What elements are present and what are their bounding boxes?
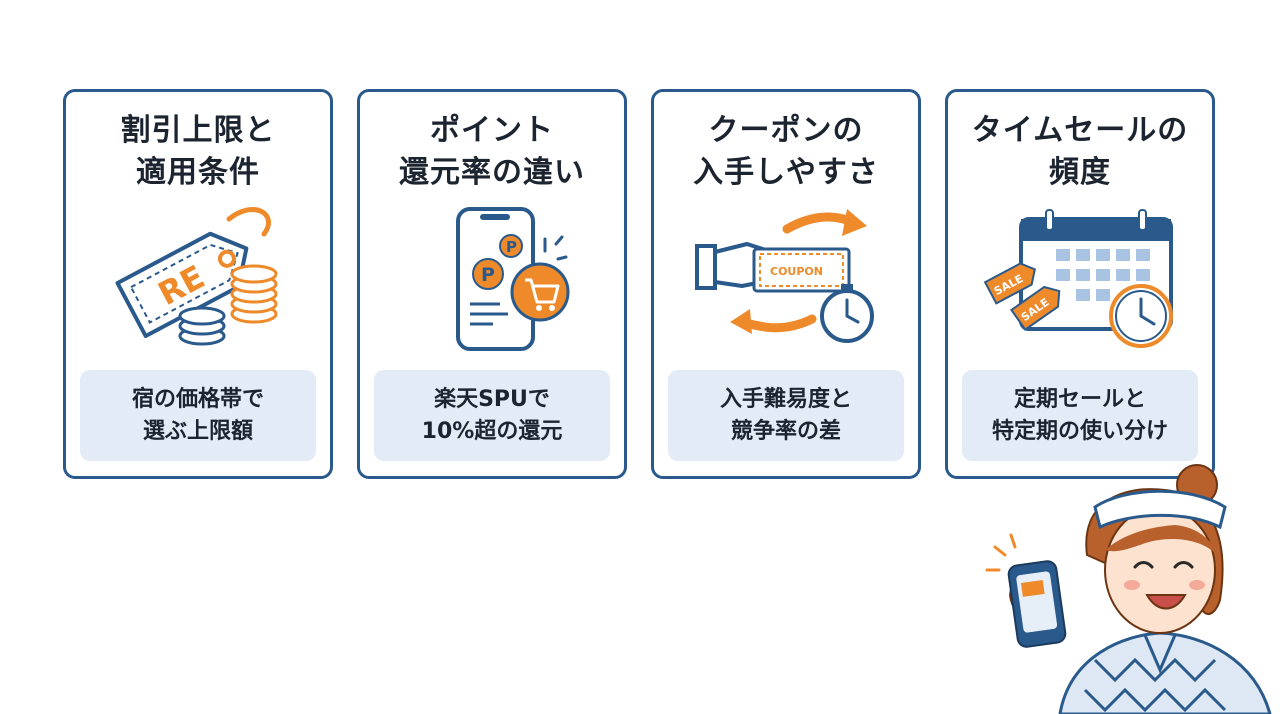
card-timesale-frequency: タイムセールの 頻度 SALE SALE 定期セールと 特定期の使い分け: [945, 89, 1215, 479]
card-coupon-availability: クーポンの 入手しやすさ COUPON 入手難易度と 競争率の差: [651, 89, 921, 479]
card-point-rate: ポイント 還元率の違い P P 楽天SPUで 10%超の還元: [357, 89, 627, 479]
card-title: ポイント 還元率の違い: [399, 113, 585, 190]
card-title: タイムセールの 頻度: [971, 113, 1189, 190]
price-tag-coins-icon: RE: [115, 207, 278, 346]
hand-coupon-stopwatch-icon: COUPON: [695, 209, 874, 343]
card-title: 割引上限と 適用条件: [120, 113, 276, 190]
svg-text:P: P: [481, 264, 495, 286]
woman-with-phone-illustration: [985, 464, 1272, 714]
card-caption: 入手難易度と 競争率の差: [668, 370, 904, 461]
card-caption: 宿の価格帯で 選ぶ上限額: [80, 370, 316, 461]
card-discount-limit: 割引上限と 適用条件 RE 宿の価格帯で 選ぶ上限額: [63, 89, 333, 479]
phone-points-cart-icon: P P: [456, 207, 570, 351]
svg-text:COUPON: COUPON: [770, 265, 823, 278]
svg-text:P: P: [506, 238, 517, 256]
card-title: クーポンの 入手しやすさ: [693, 113, 879, 190]
card-caption: 定期セールと 特定期の使い分け: [962, 370, 1198, 461]
card-caption: 楽天SPUで 10%超の還元: [374, 370, 610, 461]
calendar-sale-clock-icon: SALE SALE: [983, 209, 1173, 348]
